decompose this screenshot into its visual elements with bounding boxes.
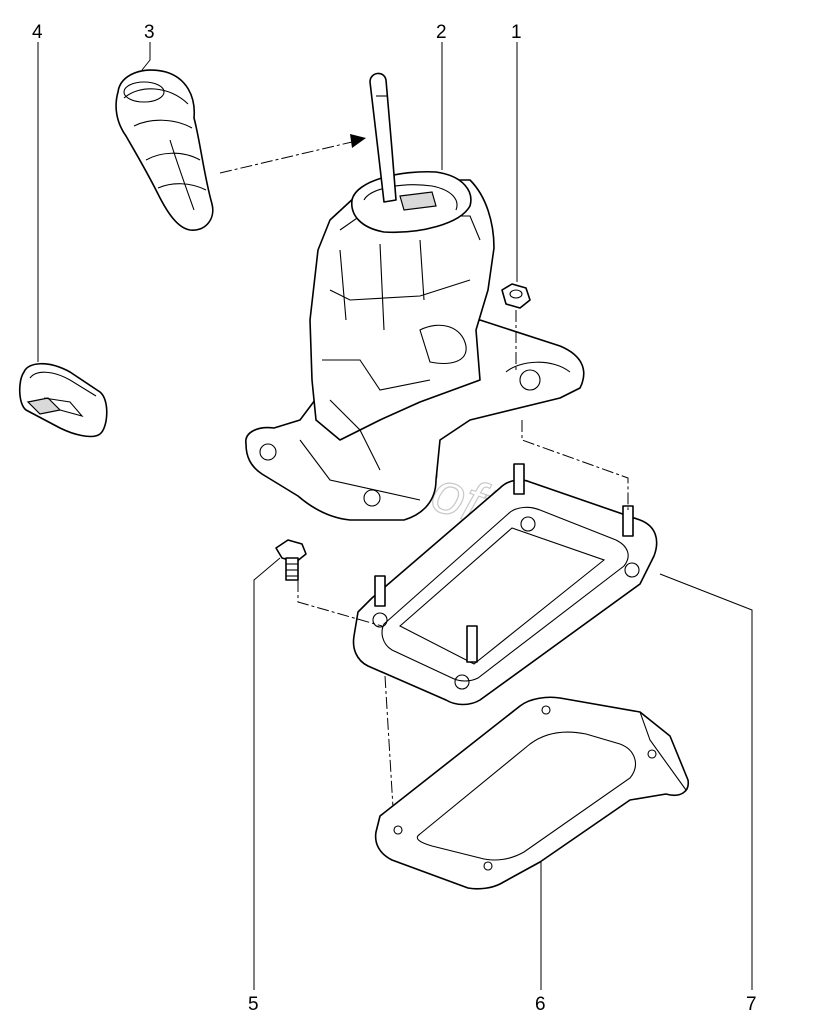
callout-1: 1: [511, 22, 522, 43]
callout-5: 5: [248, 994, 259, 1015]
callout-7: 7: [746, 994, 757, 1015]
part-3-gear-knob: [115, 69, 214, 231]
part-2-shifter-assembly: [245, 72, 585, 521]
knob-install-arrow: [219, 134, 366, 174]
callout-labels: 4 3 2 1 5 6 7: [32, 22, 757, 1015]
part-6-trim-frame: [374, 696, 690, 890]
part-7-gasket-plate: [352, 463, 658, 706]
part-5-bolt: [275, 539, 307, 581]
leader-lines: [37, 42, 753, 990]
part-4-plug: [18, 362, 108, 438]
callout-2: 2: [436, 22, 447, 43]
callout-6: 6: [535, 994, 546, 1015]
part-1-nut: [501, 283, 531, 372]
callout-3: 3: [144, 22, 155, 43]
assembly-lines: [297, 420, 629, 825]
callout-4: 4: [32, 22, 43, 43]
